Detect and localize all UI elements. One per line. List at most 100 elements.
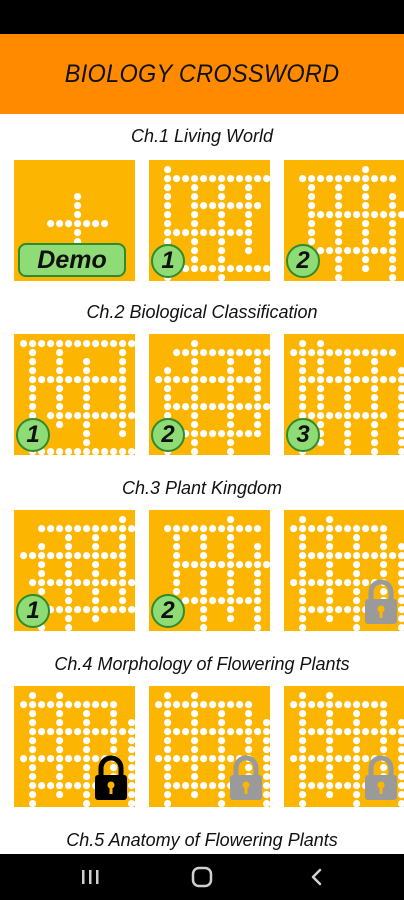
crossword-cell bbox=[353, 552, 361, 560]
level-tile-locked[interactable] bbox=[14, 686, 135, 807]
crossword-cell bbox=[83, 340, 91, 348]
crossword-cell bbox=[299, 579, 307, 587]
crossword-cell bbox=[308, 376, 316, 384]
crossword-cell bbox=[299, 692, 307, 700]
back-button[interactable] bbox=[296, 862, 336, 892]
level-tile-1[interactable]: 1 bbox=[149, 160, 270, 281]
crossword-cell bbox=[326, 597, 334, 605]
level-tile-2[interactable]: 2 bbox=[149, 334, 270, 455]
level-tile-2[interactable]: 2 bbox=[149, 510, 270, 631]
crossword-cell bbox=[299, 773, 307, 781]
crossword-cell bbox=[398, 367, 404, 375]
crossword-cell bbox=[335, 701, 343, 709]
crossword-cell bbox=[182, 782, 190, 790]
level-tile-1[interactable]: 1 bbox=[14, 334, 135, 455]
crossword-cell bbox=[335, 782, 343, 790]
crossword-cell bbox=[398, 561, 404, 569]
level-tile-2[interactable]: 2 bbox=[284, 160, 404, 281]
home-button[interactable] bbox=[182, 862, 222, 892]
crossword-cell bbox=[227, 175, 235, 183]
level-tile-locked[interactable] bbox=[284, 686, 404, 807]
crossword-cell bbox=[344, 579, 352, 587]
crossword-cell bbox=[299, 385, 307, 393]
crossword-cell bbox=[65, 534, 73, 542]
crossword-cell bbox=[74, 448, 82, 455]
crossword-cell bbox=[326, 175, 334, 183]
crossword-cell bbox=[191, 256, 199, 264]
crossword-cell bbox=[398, 385, 404, 393]
crossword-cell bbox=[173, 701, 181, 709]
crossword-cell bbox=[245, 719, 253, 727]
level-tile-1[interactable]: 1 bbox=[14, 510, 135, 631]
crossword-cell bbox=[83, 701, 91, 709]
crossword-cell bbox=[218, 202, 226, 210]
crossword-cell bbox=[227, 534, 235, 542]
level-tile-locked[interactable] bbox=[149, 686, 270, 807]
level-tile-locked[interactable] bbox=[284, 510, 404, 631]
crossword-cell bbox=[65, 606, 73, 614]
crossword-cell bbox=[398, 755, 404, 763]
crossword-cell bbox=[182, 376, 190, 384]
crossword-cell bbox=[380, 746, 388, 754]
crossword-cell bbox=[398, 746, 404, 754]
crossword-cell bbox=[299, 764, 307, 772]
crossword-cell bbox=[398, 421, 404, 429]
crossword-cell bbox=[254, 403, 262, 411]
crossword-cell bbox=[56, 728, 64, 736]
crossword-cell bbox=[380, 719, 388, 727]
crossword-cell bbox=[200, 202, 208, 210]
crossword-cell bbox=[380, 247, 388, 255]
level-tile-3[interactable]: 3 bbox=[284, 334, 404, 455]
lock-icon bbox=[365, 579, 397, 624]
crossword-cell bbox=[227, 597, 235, 605]
crossword-cell bbox=[173, 376, 181, 384]
crossword-cell bbox=[353, 701, 361, 709]
crossword-cell bbox=[299, 349, 307, 357]
crossword-cell bbox=[353, 561, 361, 569]
crossword-cell bbox=[371, 247, 379, 255]
crossword-cell bbox=[254, 728, 262, 736]
crossword-cell bbox=[92, 728, 100, 736]
crossword-cell bbox=[326, 755, 334, 763]
recent-apps-button[interactable] bbox=[70, 862, 110, 892]
crossword-cell bbox=[371, 211, 379, 219]
crossword-cell bbox=[362, 211, 370, 219]
crossword-cell bbox=[371, 367, 379, 375]
crossword-cell bbox=[263, 773, 270, 781]
crossword-cell bbox=[389, 175, 397, 183]
crossword-cell bbox=[191, 211, 199, 219]
crossword-cell bbox=[164, 385, 172, 393]
crossword-cell bbox=[191, 728, 199, 736]
crossword-cell bbox=[119, 349, 127, 357]
crossword-cell bbox=[119, 421, 127, 429]
crossword-cell bbox=[398, 552, 404, 560]
crossword-cell bbox=[353, 606, 361, 614]
level-list[interactable]: Ch.1 Living World Demo 1 2 Ch.2 Biologic… bbox=[0, 114, 404, 854]
crossword-cell bbox=[398, 376, 404, 384]
crossword-cell bbox=[65, 340, 73, 348]
crossword-cell bbox=[119, 430, 127, 438]
crossword-cell bbox=[56, 710, 64, 718]
crossword-cell bbox=[290, 525, 298, 533]
crossword-cell bbox=[344, 403, 352, 411]
crossword-cell bbox=[344, 385, 352, 393]
crossword-cell bbox=[182, 728, 190, 736]
crossword-cell bbox=[335, 256, 343, 264]
level-tile-demo[interactable]: Demo bbox=[14, 160, 135, 281]
crossword-cell bbox=[128, 719, 135, 727]
crossword-cell bbox=[173, 229, 181, 237]
crossword-cell bbox=[29, 376, 37, 384]
crossword-cell bbox=[380, 525, 388, 533]
crossword-cell bbox=[218, 764, 226, 772]
crossword-cell bbox=[29, 737, 37, 745]
crossword-cell bbox=[191, 193, 199, 201]
crossword-cell bbox=[299, 597, 307, 605]
crossword-cell bbox=[101, 448, 109, 455]
crossword-cell bbox=[398, 588, 404, 596]
crossword-cell bbox=[191, 184, 199, 192]
crossword-cell bbox=[299, 403, 307, 411]
crossword-cell bbox=[344, 606, 352, 614]
crossword-cell bbox=[191, 561, 199, 569]
crossword-cell bbox=[254, 543, 262, 551]
crossword-cell bbox=[326, 570, 334, 578]
